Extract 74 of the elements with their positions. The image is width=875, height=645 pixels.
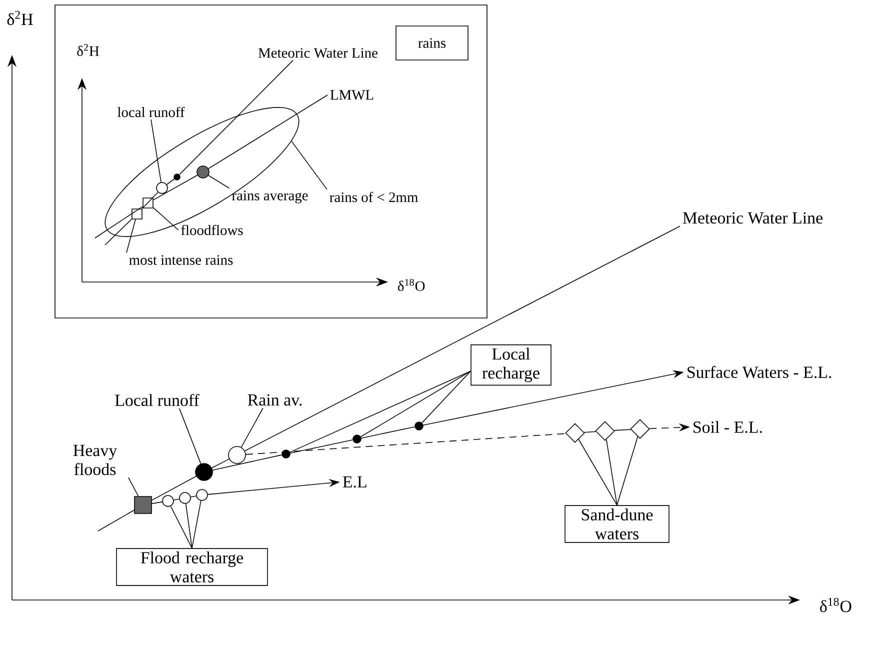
axis-label: δ$^{2}$H xyxy=(77,44,99,56)
evaporation-line xyxy=(173,498,180,500)
leader-line xyxy=(128,477,139,496)
square-marker xyxy=(132,208,142,220)
circle-marker xyxy=(162,495,174,507)
leader-line xyxy=(153,207,179,230)
evaporation-line xyxy=(614,429,632,431)
diamond-marker xyxy=(595,421,615,441)
point-label: floodflows xyxy=(181,224,243,236)
leader-line xyxy=(126,219,136,254)
water-line xyxy=(142,192,158,209)
dot-marker xyxy=(282,450,290,458)
water-line xyxy=(179,60,294,175)
evaporation-line xyxy=(584,431,596,433)
evaporation-line xyxy=(212,454,282,470)
diamond-marker xyxy=(630,419,650,439)
evaporation-line xyxy=(245,433,566,455)
water-line xyxy=(244,226,680,452)
label-box: Local recharge xyxy=(470,344,552,386)
line-label: Meteoric Water Line xyxy=(258,48,378,58)
evaporation-line xyxy=(360,426,416,438)
leader-line xyxy=(422,370,471,424)
water-line xyxy=(212,458,230,468)
leader-line xyxy=(192,500,202,549)
line-label: E.L xyxy=(342,476,366,488)
point-label: rains average xyxy=(232,190,308,204)
circle-marker xyxy=(228,446,246,464)
axis-label: δ$^{18}$O xyxy=(398,278,425,292)
line-label: LMWL xyxy=(330,90,374,100)
point-label: Local runoff xyxy=(115,394,200,406)
circle-marker xyxy=(179,492,191,504)
evaporation-line xyxy=(152,502,163,504)
circle-marker xyxy=(196,489,208,501)
leader-line xyxy=(208,174,230,189)
dot-marker xyxy=(352,434,362,444)
evaporation-line xyxy=(190,496,197,498)
line-label: Surface Waters - E.L. xyxy=(688,366,832,378)
line-label: Soil - E.L. xyxy=(694,421,762,433)
leader-line xyxy=(150,119,162,183)
circle-marker xyxy=(196,166,210,178)
legend-box: rains xyxy=(396,26,468,60)
point-label: Heavy floods xyxy=(73,444,118,476)
square-marker xyxy=(134,496,152,514)
leader-line xyxy=(291,140,328,190)
water-line xyxy=(152,476,197,501)
point-label: Rain av. xyxy=(248,394,302,406)
axis-label: δ$^{18}$O xyxy=(820,598,852,612)
diamond-marker xyxy=(565,423,585,443)
label-box: Sand-dune waters xyxy=(564,505,670,543)
leader-line xyxy=(360,370,471,438)
leader-line xyxy=(185,503,192,549)
leader-line xyxy=(578,438,618,506)
water-line xyxy=(153,174,198,200)
water-line xyxy=(104,218,132,246)
water-line xyxy=(98,510,135,532)
water-line xyxy=(94,206,144,238)
leader-line xyxy=(179,408,202,464)
leader-line xyxy=(290,370,471,453)
circle-marker xyxy=(156,182,168,194)
label-box: Flood recharge waters xyxy=(116,548,268,586)
point-label: local runoff xyxy=(118,106,185,118)
leader-line xyxy=(606,439,618,506)
leader-line xyxy=(616,436,638,506)
dot-marker xyxy=(414,422,424,430)
water-line xyxy=(166,178,175,185)
evaporation-line xyxy=(290,440,354,454)
leader-line xyxy=(240,408,264,448)
axis-label: δ$^{2}$H xyxy=(7,10,33,26)
range-label: rains of < 2mm xyxy=(330,192,418,202)
leader-line xyxy=(170,506,192,549)
line-label: Meteoric Water Line xyxy=(682,212,822,224)
point-label: most intense rains xyxy=(129,255,233,265)
water-line xyxy=(208,94,328,170)
circle-marker xyxy=(195,463,213,481)
